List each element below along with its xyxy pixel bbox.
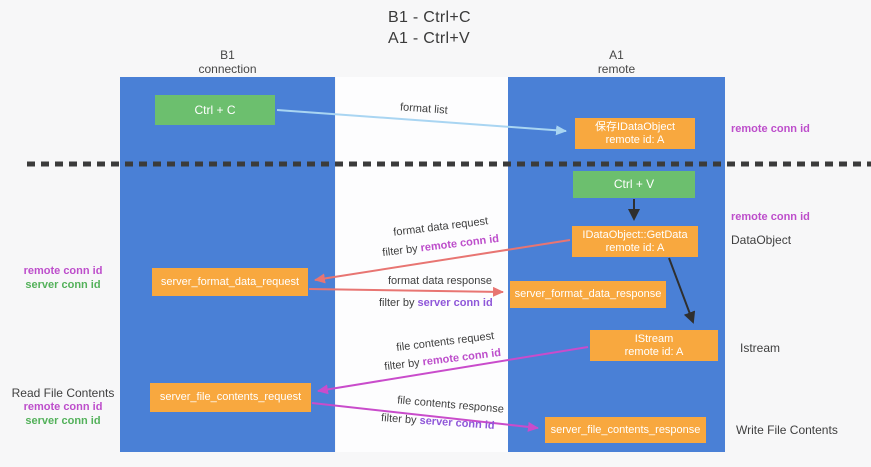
lane-b1-subtitle: connection (198, 62, 257, 76)
left-file-conn-ids: Read File Contents remote conn id server… (8, 386, 118, 428)
lane-header-a1: A1 remote (508, 48, 725, 76)
right-remote-conn-id-mid: remote conn id (731, 211, 810, 223)
lane-b1-name: B1 (220, 48, 235, 62)
left-format-conn-ids: remote conn id server conn id (8, 264, 118, 292)
node-save-idataobject-line2: remote id: A (605, 133, 665, 146)
node-ctrl-c: Ctrl + C (155, 95, 275, 125)
format-data-response-filter-label: filter by server conn id (379, 297, 493, 309)
filter-by-text: filter by (379, 297, 418, 309)
diagram-title: B1 - Ctrl+C A1 - Ctrl+V (388, 7, 471, 49)
format-data-response-label: format data response (388, 275, 492, 287)
left-format-server-conn-id: server conn id (25, 279, 101, 291)
node-save-idataobject: 保存IDataObject remote id: A (575, 118, 695, 149)
left-file-server-conn-id: server conn id (25, 415, 101, 427)
node-istream: IStream remote id: A (590, 330, 718, 361)
title-line-a1: A1 - Ctrl+V (388, 30, 470, 47)
node-istream-line2: remote id: A (624, 345, 684, 358)
node-server-file-contents-response: server_file_contents_response (545, 417, 706, 443)
right-write-file-contents-label: Write File Contents (736, 423, 838, 437)
node-ctrl-c-label: Ctrl + C (194, 102, 236, 117)
right-remote-conn-id-top: remote conn id (731, 123, 810, 135)
lane-a1-subtitle: remote (597, 62, 636, 76)
node-server-file-contents-request: server_file_contents_request (150, 383, 311, 412)
right-istream-label: Istream (740, 341, 781, 355)
server-conn-id-text: server conn id (417, 297, 493, 309)
left-file-remote-conn-id: remote conn id (23, 401, 103, 413)
node-ctrl-v-label: Ctrl + V (613, 177, 655, 191)
node-ctrl-v: Ctrl + V (573, 171, 695, 198)
node-istream-line1: IStream (634, 332, 674, 345)
node-sfc-response-label: server_file_contents_response (550, 423, 701, 436)
node-getdata-line2: remote id: A (605, 241, 665, 254)
node-server-format-data-request: server_format_data_request (152, 268, 308, 296)
node-idataobject-getdata: IDataObject::GetData remote id: A (572, 226, 698, 257)
node-sfd-response-label: server_format_data_response (514, 288, 662, 300)
node-sfc-request-label: server_file_contents_request (159, 391, 302, 403)
right-dataobject-label: DataObject (731, 233, 792, 247)
lane-a1-name: A1 (609, 48, 624, 62)
node-save-idataobject-line1: 保存IDataObject (594, 120, 676, 133)
read-file-contents-label: Read File Contents (11, 386, 115, 400)
left-format-remote-conn-id: remote conn id (23, 265, 103, 277)
node-getdata-line1: IDataObject::GetData (582, 228, 688, 241)
lane-header-b1: B1 connection (120, 48, 335, 76)
node-sfd-request-label: server_format_data_request (160, 275, 300, 288)
node-server-format-data-response: server_format_data_response (510, 281, 666, 308)
title-line-b1: B1 - Ctrl+C (388, 9, 471, 26)
